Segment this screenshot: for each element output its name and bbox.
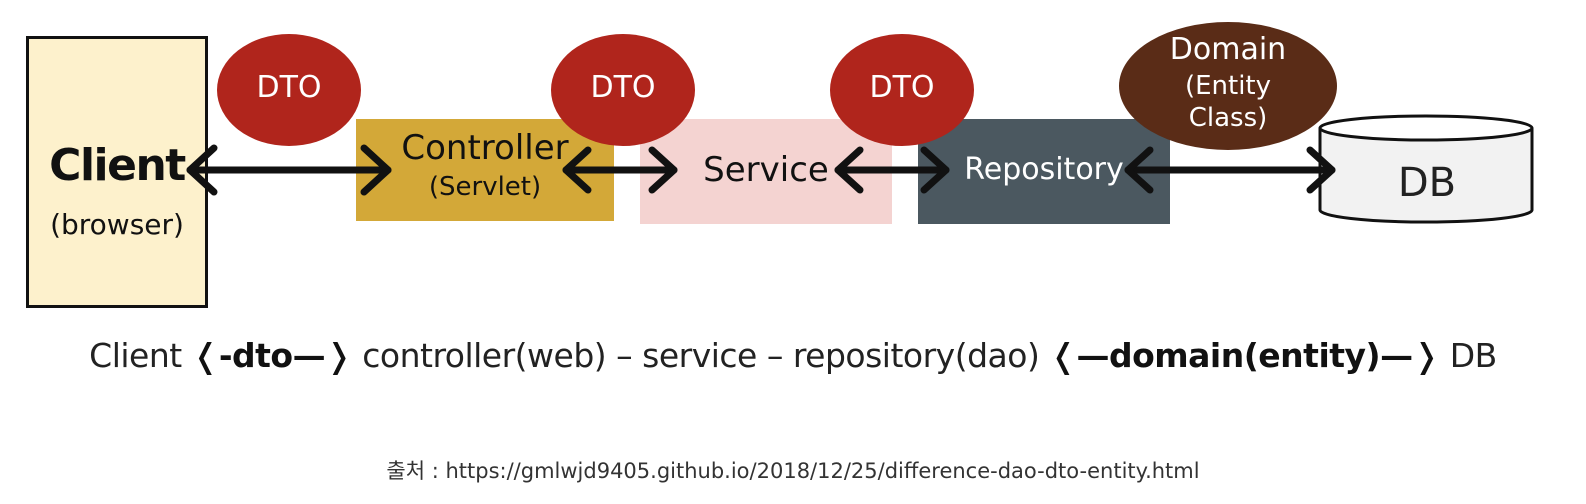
domain-subtitle-line2: Class) [1188,103,1268,133]
client-box [26,36,208,308]
arrow-client-controller [186,144,392,196]
repository-title: Repository [964,152,1124,187]
dto-label-1: DTO [256,70,322,105]
dto-ellipse-2 [551,34,695,146]
source-citation: 출처 : https://gmlwjd9405.github.io/2018/1… [386,459,1200,483]
dto-ellipse-3 [830,34,974,146]
summary-layers: controller(web) – service – repository(d… [352,336,1050,375]
arrow-controller-service [562,146,678,194]
domain-ellipse [1119,22,1337,150]
arrow-service-repository [834,146,950,194]
domain-subtitle-line1: (Entity [1184,71,1272,101]
service-title: Service [703,150,829,190]
db-cylinder [1318,114,1534,224]
controller-title: Controller [401,128,569,168]
db-label: DB [1397,160,1457,206]
domain-subtitle: (Entity Class) [1119,70,1337,134]
client-title: Client [49,140,186,191]
dto-ellipse-1 [217,34,361,146]
flow-summary: Client ❬-dto—❭ controller(web) – service… [0,336,1586,375]
arrow-repository-db [1124,146,1336,194]
dto-label-3: DTO [869,70,935,105]
summary-client: Client [89,336,192,375]
summary-db: DB [1439,336,1498,375]
client-subtitle: (browser) [50,208,184,241]
summary-dto-arrow: ❬-dto—❭ [191,336,353,375]
summary-domain-arrow: ❬—domain(entity)—❭ [1049,336,1440,375]
controller-subtitle: (Servlet) [428,172,542,202]
dto-label-2: DTO [590,70,656,105]
domain-title: Domain [1169,32,1287,67]
